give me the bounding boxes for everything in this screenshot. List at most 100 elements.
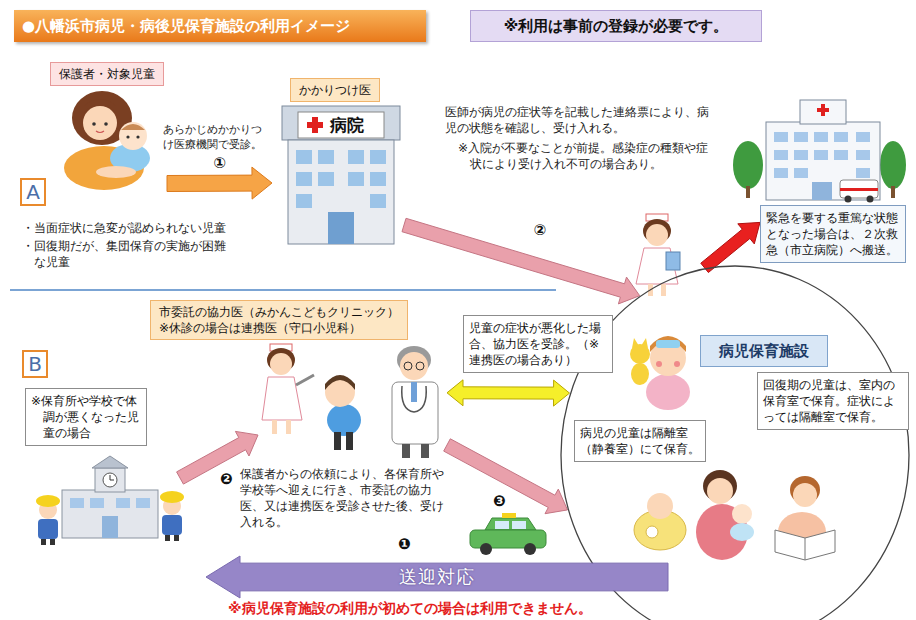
clinic-illustration — [400, 352, 428, 380]
caution-note: ※入院が不要なことが前提。感染症の種類や症状により受け入れ不可の場合あり。 — [458, 140, 720, 172]
sick-child-illustration — [630, 336, 690, 410]
emergency-hospital-illustration — [812, 182, 832, 200]
parent-illustration — [126, 135, 129, 138]
section-divider — [10, 289, 556, 291]
hospital-illustration — [370, 172, 386, 186]
clinic-illustration — [272, 420, 277, 434]
nurse-illustration — [666, 252, 680, 270]
parent-illustration — [83, 106, 117, 140]
childcare-illustration — [647, 493, 673, 519]
emergency-hospital-illustration — [856, 168, 870, 178]
nurse-illustration — [636, 214, 680, 296]
emergency-hospital-illustration — [840, 188, 878, 191]
parent-illustration — [64, 91, 150, 190]
hospital-illustration — [328, 212, 354, 244]
case-letter: B — [22, 350, 48, 378]
node-text: 病児保育施設 — [719, 341, 809, 361]
school-illustration — [92, 456, 128, 468]
school-illustration — [110, 480, 114, 481]
school-illustration — [70, 498, 84, 508]
node-text: 緊急を要する重篤な状態となった場合は、２次救急（市立病院）へ搬送。 — [766, 210, 900, 258]
childcare-illustration — [730, 523, 754, 541]
nurse-illustration — [646, 224, 668, 246]
parent-illustration — [96, 166, 136, 178]
node-text: 病院 — [330, 114, 364, 136]
emergency-hospital-illustration — [746, 186, 750, 198]
node-text: A — [22, 180, 44, 204]
school-illustration — [36, 456, 184, 545]
clinic-illustration — [411, 382, 417, 402]
clinic-illustration — [296, 375, 314, 385]
step-number: ❷ — [220, 470, 233, 488]
emergency-hospital-illustration — [856, 132, 870, 142]
parent-illustration — [84, 99, 116, 112]
parent-illustration — [104, 122, 108, 126]
transport-arrow: 送迎対応 — [206, 556, 668, 598]
taxi-illustration — [512, 521, 526, 529]
sick-child-illustration — [674, 361, 680, 367]
school-illustration — [160, 491, 184, 503]
hospital-illustration — [370, 194, 386, 208]
step-number: ① — [211, 154, 228, 172]
node-text: B — [24, 352, 46, 376]
school-illustration — [162, 515, 182, 535]
emergency-hospital-illustration — [794, 132, 808, 142]
sick-child-illustration — [650, 336, 686, 352]
hospital-illustration — [348, 172, 364, 186]
clinic-illustration — [402, 386, 427, 412]
emergency-hospital-illustration — [891, 186, 895, 198]
bullet-text: ・当面症状に急変が認められない児童 — [22, 220, 267, 236]
emergency-hospital-illustration — [867, 196, 874, 203]
transport-text: 送迎対応 — [206, 556, 668, 598]
hospital-illustration — [318, 150, 334, 164]
emergency-hospital-illustration — [774, 150, 788, 160]
hospital-illustration — [296, 194, 312, 208]
childcare-illustration — [805, 538, 806, 560]
flow-arrow — [701, 222, 760, 272]
hospital-illustration — [298, 112, 384, 138]
parent-illustration — [121, 124, 145, 130]
sick-child-illustration — [632, 338, 648, 348]
case-letter: A — [20, 178, 46, 206]
childcare-illustration — [707, 478, 733, 504]
guardian-group: 保護者・対象児童 — [50, 62, 167, 197]
node-text: 回復期の児童は、室内の保育室で保育。症状によっては隔離室で保育。 — [763, 377, 903, 425]
clinic-illustration — [416, 362, 424, 370]
nurse-illustration — [661, 284, 666, 296]
school-illustration — [165, 535, 170, 541]
childcare-illustration — [634, 470, 835, 560]
school-illustration — [50, 539, 55, 545]
recovery-note: 回復期の児童は、室内の保育室で保育。症状によっては隔離室で保育。 — [757, 372, 909, 430]
sick-child-illustration — [656, 361, 662, 367]
emergency-hospital-illustration — [794, 168, 808, 178]
emergency-hospital-illustration — [794, 150, 808, 160]
emergency-hospital-illustration — [800, 100, 846, 124]
bullet-text: ・回復期だが、集団保育の実施が困難な児童 — [22, 238, 237, 270]
clinic-illustration — [404, 362, 412, 370]
emergency-hospital-illustration — [845, 196, 852, 203]
school-illustration — [174, 535, 179, 541]
hospital-illustration — [318, 172, 334, 186]
step-number: ② — [531, 221, 548, 239]
step-note: あらかじめかかりつけ医療機関で受診。 — [163, 122, 271, 152]
notice-box: ※利用は事前の登録が必要です。 — [470, 10, 762, 42]
node-text: ※利用は事前の登録が必要です。 — [504, 17, 729, 36]
node-text: 病児の児童は隔離室（静養室）にて保育。 — [580, 425, 700, 457]
clinic-illustration — [325, 375, 355, 390]
taxi-illustration — [502, 513, 516, 518]
isolation-note: 病児の児童は隔離室（静養室）にて保育。 — [574, 420, 706, 462]
clinic-illustration — [334, 432, 341, 450]
emergency-hospital-illustration — [821, 104, 825, 116]
school-illustration — [116, 498, 130, 508]
taxi-illustration — [495, 521, 509, 529]
hospital-illustration — [296, 172, 312, 186]
school-illustration — [36, 495, 60, 507]
school-illustration — [110, 475, 111, 480]
emergency-hospital-illustration — [834, 150, 848, 160]
hospital-illustration — [296, 150, 312, 164]
childcare-illustration — [775, 530, 835, 560]
school-illustration — [136, 498, 150, 508]
step-number: ❸ — [491, 492, 508, 510]
